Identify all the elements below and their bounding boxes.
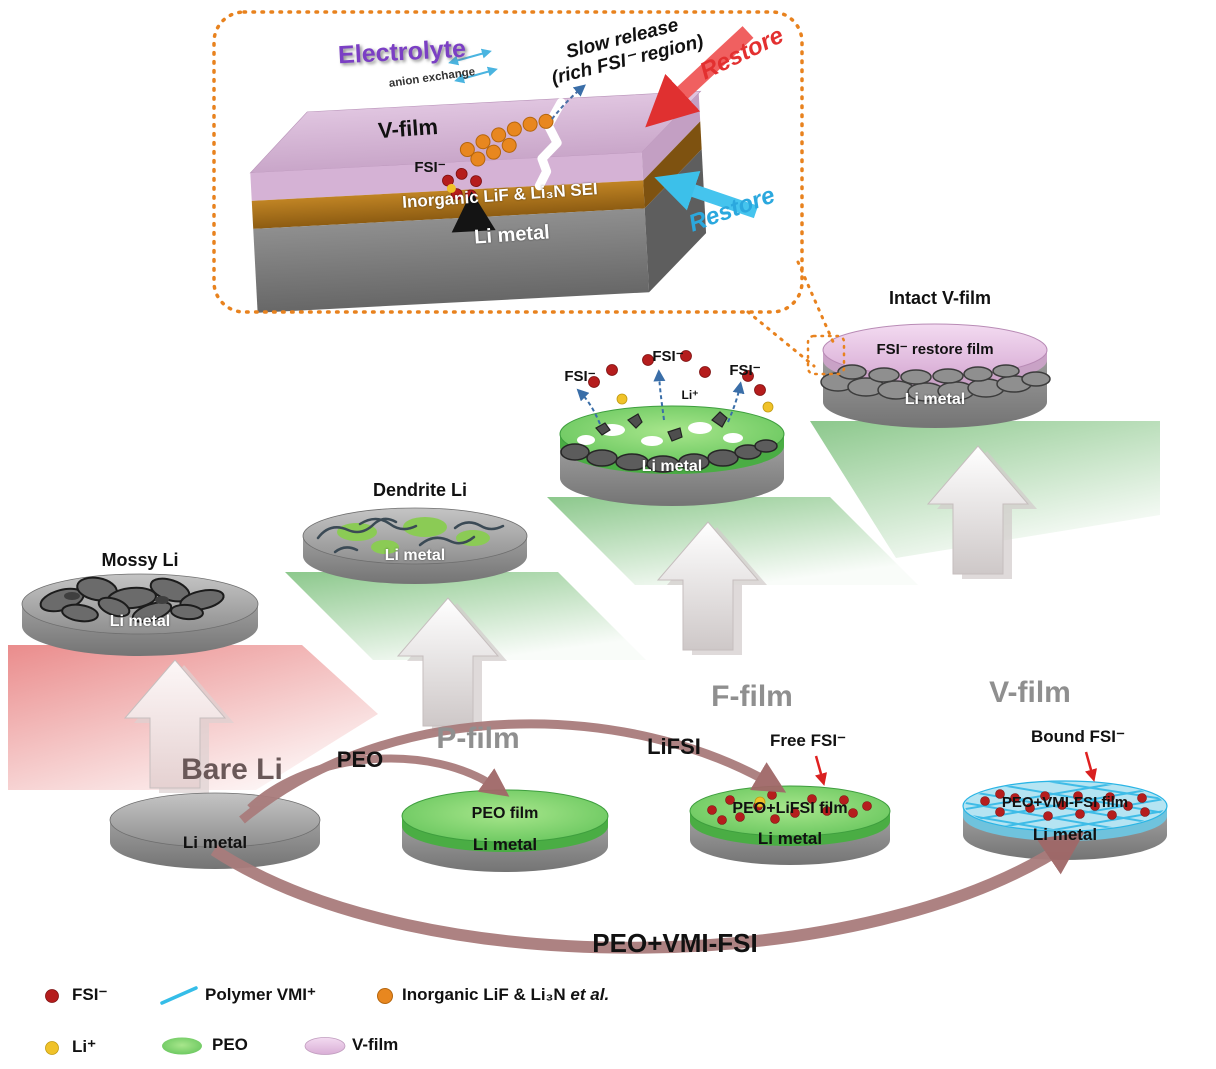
intact-cobbles [820,364,1051,402]
vfilm-title: V-film [989,676,1071,709]
f-film-li-dot [754,796,766,808]
mossy-li-disk [21,573,259,656]
dendrite-spike [451,191,496,233]
free-fsi-arrow [814,755,827,786]
route-arrow-lifsi [239,719,787,824]
v-film-disk [962,780,1168,860]
release-fsi-left-label: FSI⁻ [564,368,596,385]
bare-title: Bare Li [181,753,283,786]
route-lifsi-label: LiFSI [647,734,701,759]
release-li-dots [616,393,774,413]
vfilm-limetal-label: Li metal [1032,825,1098,844]
inset-dashed-border [212,10,846,376]
bare-li-disk [109,792,321,869]
release-limetal-label: Li metal [641,458,703,475]
sei-front-face [251,180,645,229]
release-rubble [560,439,778,473]
inorganic-particle-chain [459,113,554,167]
step-up-arrows [123,445,1037,793]
legend-fsi-label: FSI⁻ [72,985,108,1004]
dendrite-li-disk [302,507,528,584]
ffilm-film-label: PEO+LiFSI film [732,800,848,817]
release-fsi-center-label: FSI⁻ [652,348,684,365]
ffilm-limetal-label: Li metal [757,829,823,848]
restore-red-arrow [645,26,754,128]
p-film-disk [401,789,609,872]
up-arrow-icon [123,659,227,789]
peo-ellipse-icon [162,1037,202,1055]
intact-film-label: FSI⁻ restore film [876,341,994,358]
legend-icons [45,986,393,1055]
polymer-line-icon [160,986,198,1005]
step-wedge-2 [547,497,918,585]
route-long-label: PEO+VMI-FSI [592,928,758,958]
inset-fsi-label: FSI⁻ [414,159,446,176]
inset-box [249,84,707,313]
intact-title: Intact V-film [888,288,992,308]
release-debris [595,411,728,442]
release-dashed-arrows [576,369,745,425]
release-fsi-dots [588,350,766,396]
legend-polymer-label: Polymer VMI⁺ [205,985,317,1004]
li-dot-icon [45,1041,59,1055]
legend-vfilm-label: V-film [352,1035,399,1054]
mossy-limetal-label: Li metal [109,613,171,630]
route-arrow-peo [247,754,510,811]
v-film-fsi-dots [980,789,1150,821]
intact-vfilm-disk [820,323,1051,428]
route-arrow-long [210,832,1085,954]
inset-vfilm-label: V-film [377,113,439,144]
mossy-title: Mossy Li [101,550,179,570]
route-arrows [210,719,1085,954]
release-fsi-right-label: FSI⁻ [729,362,761,379]
up-arrow-icon [926,445,1030,575]
pfilm-film-label: PEO film [471,805,539,822]
dendrite-squiggles [316,517,505,554]
legend-inorganic-etal: et al. [570,985,610,1004]
pfilm-title: P-film [436,722,520,755]
release-li-label: Li⁺ [681,388,699,402]
legend-inorganic-label: Inorganic LiF & Li₃N et al. [402,985,609,1005]
legend-li-label: Li⁺ [72,1037,97,1056]
fsi-release-disk [559,350,785,506]
ffilm-title: F-film [711,680,793,713]
legend-inorganic-main: Inorganic LiF & Li₃N [402,985,571,1004]
inset-li-dot [446,183,456,193]
bare-limetal-label: Li metal [182,833,248,852]
restore-blue-arrow [654,171,759,219]
legend-peo-label: PEO [212,1035,248,1054]
route-peo-label: PEO [336,747,384,772]
slow-release-dashed-arrow [551,84,586,120]
anion-exchange-arrows-icon [448,48,498,84]
intact-limetal-label: Li metal [904,391,966,408]
up-arrow-icon [656,521,760,651]
f-film-disk [689,785,891,865]
pfilm-limetal-label: Li metal [472,835,538,854]
vfilm-ellipse-icon [304,1037,346,1055]
limetal-front-face [253,208,650,313]
free-fsi-label: Free FSI⁻ [769,731,847,750]
dendrite-title: Dendrite Li [372,480,468,500]
inorganic-dot-icon [377,988,393,1004]
vfilm-film-label: PEO+VMI-FSI film [1001,794,1129,811]
bound-fsi-label: Bound FSI⁻ [1031,727,1125,746]
dendrite-limetal-label: Li metal [384,547,446,564]
up-arrow-icon [396,597,500,727]
mossy-texture [39,576,225,623]
bound-fsi-arrow [1084,751,1097,782]
fsi-dot-icon [45,989,59,1003]
